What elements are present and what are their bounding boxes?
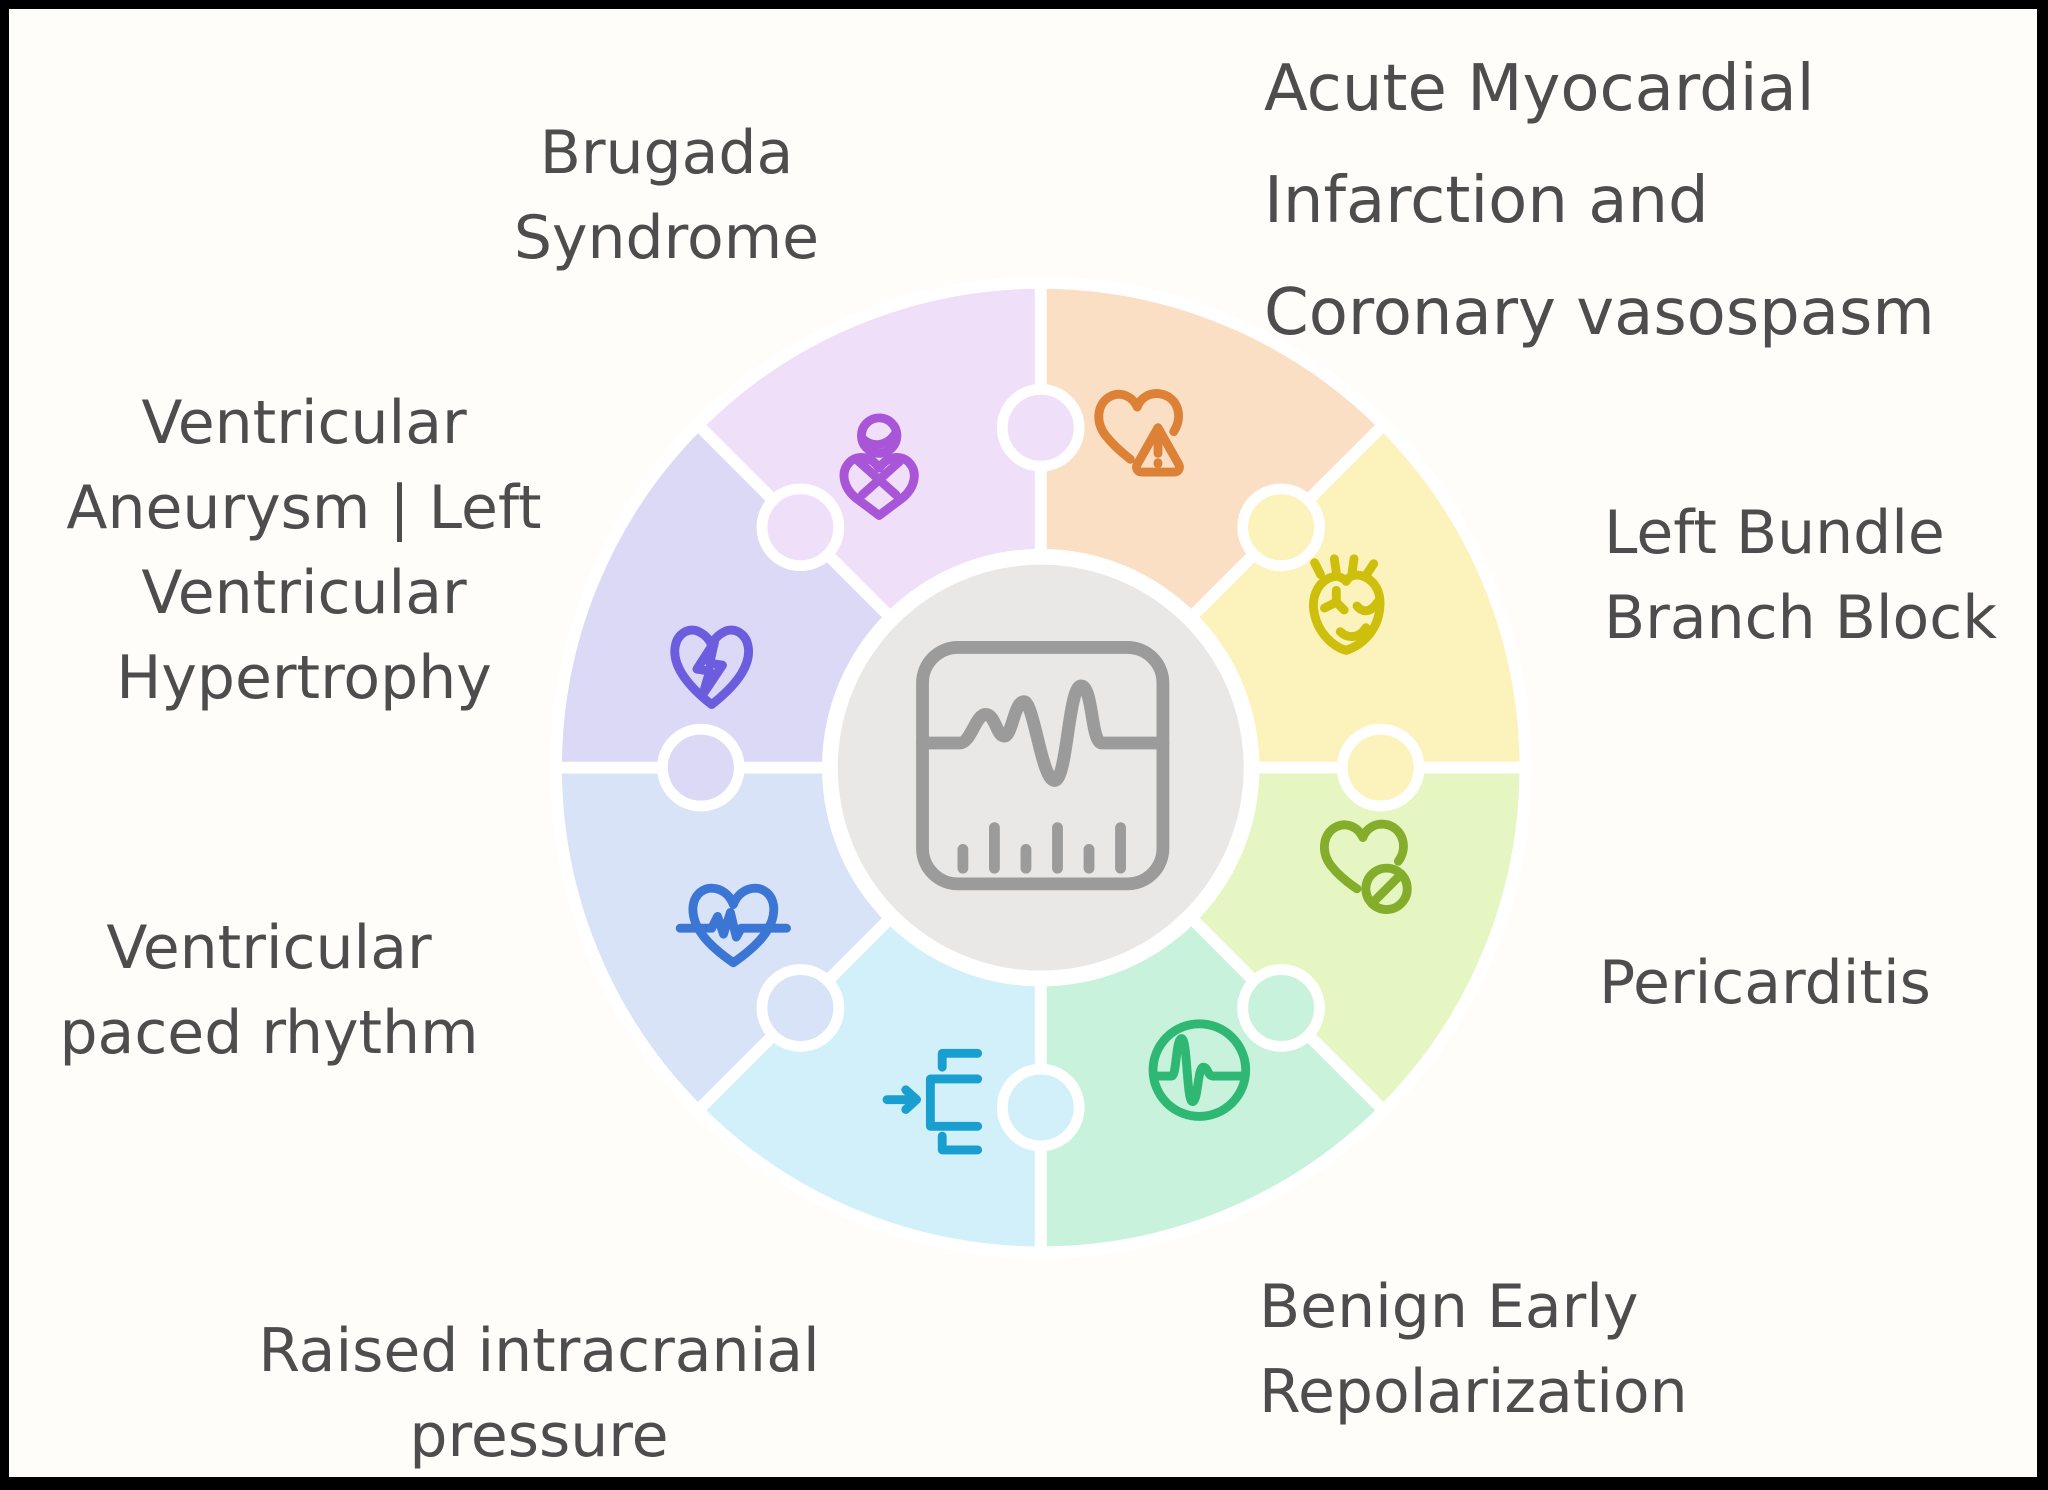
ecg-monitor-icon (916, 641, 1170, 891)
segment-label-ricp: Raised intracranial pressure (159, 1309, 919, 1479)
puzzle-knob-lbbb (1237, 483, 1325, 572)
label-line: Acute Myocardial (1264, 52, 1815, 126)
label-line: Aneurysm | Left (66, 473, 542, 543)
segment-label-ami: Acute Myocardial Infarction and Coronary… (1264, 33, 1935, 369)
label-line: Branch Block (1604, 583, 1997, 653)
puzzle-knob-ber (1237, 964, 1325, 1052)
puzzle-knob-brugada (996, 383, 1085, 472)
puzzle-knob-lbbb (1336, 723, 1425, 812)
heart-lightning-icon (670, 625, 753, 710)
label-line: paced rhythm (59, 998, 479, 1068)
heart-warning-icon (1094, 389, 1184, 477)
puzzle-knob-ricp (996, 1063, 1085, 1152)
segment-label-lbbb: Left Bundle Branch Block (1604, 491, 1997, 661)
segment-label-pericarditis: Pericarditis (1599, 941, 1931, 1026)
puzzle-knob-vpr (756, 964, 845, 1052)
label-line: Infarction and (1264, 164, 1709, 238)
label-line: Ventricular (141, 388, 467, 458)
label-line: Syndrome (513, 203, 820, 273)
label-line: Brugada (539, 118, 794, 188)
person-heart-icon (839, 413, 919, 520)
puzzle-knobs (656, 383, 1425, 1152)
label-line: pressure (409, 1401, 669, 1471)
label-line: Benign Early (1259, 1272, 1639, 1342)
label-line: Repolarization (1259, 1357, 1688, 1427)
infographic-canvas: Acute Myocardial Infarction and Coronary… (9, 9, 2037, 1477)
label-line: Ventricular (106, 913, 432, 983)
label-line: Hypertrophy (116, 643, 492, 713)
label-line: Ventricular (141, 558, 467, 628)
label-line: Pericarditis (1599, 948, 1931, 1018)
segment-label-brugada: Brugada Syndrome (409, 111, 924, 281)
puzzle-wheel (550, 276, 1532, 1259)
pressure-bracket-icon (882, 1048, 983, 1155)
label-line: Coronary vasospasm (1264, 276, 1935, 350)
label-line: Raised intracranial (258, 1316, 820, 1386)
segment-label-valvh: Ventricular Aneurysm | Left Ventricular … (24, 381, 584, 721)
heart-pill-icon (1320, 819, 1412, 914)
puzzle-knob-valvh (656, 723, 745, 812)
label-line: Left Bundle (1604, 498, 1945, 568)
heart-ecg-icon (675, 883, 791, 968)
segment-label-ber: Benign Early Repolarization (1259, 1265, 1688, 1435)
ecg-circle-icon (1148, 1019, 1251, 1121)
puzzle-knob-brugada (756, 483, 845, 572)
segment-label-vpr: Ventricular paced rhythm (34, 906, 504, 1076)
anatomical-heart-icon (1309, 554, 1385, 655)
